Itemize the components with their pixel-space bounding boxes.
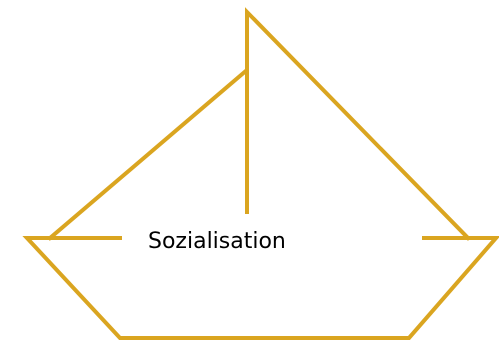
diagram-label: Sozialisation: [148, 231, 286, 253]
left-sail-outline: [50, 70, 247, 238]
right-sail-outline: [247, 12, 468, 238]
